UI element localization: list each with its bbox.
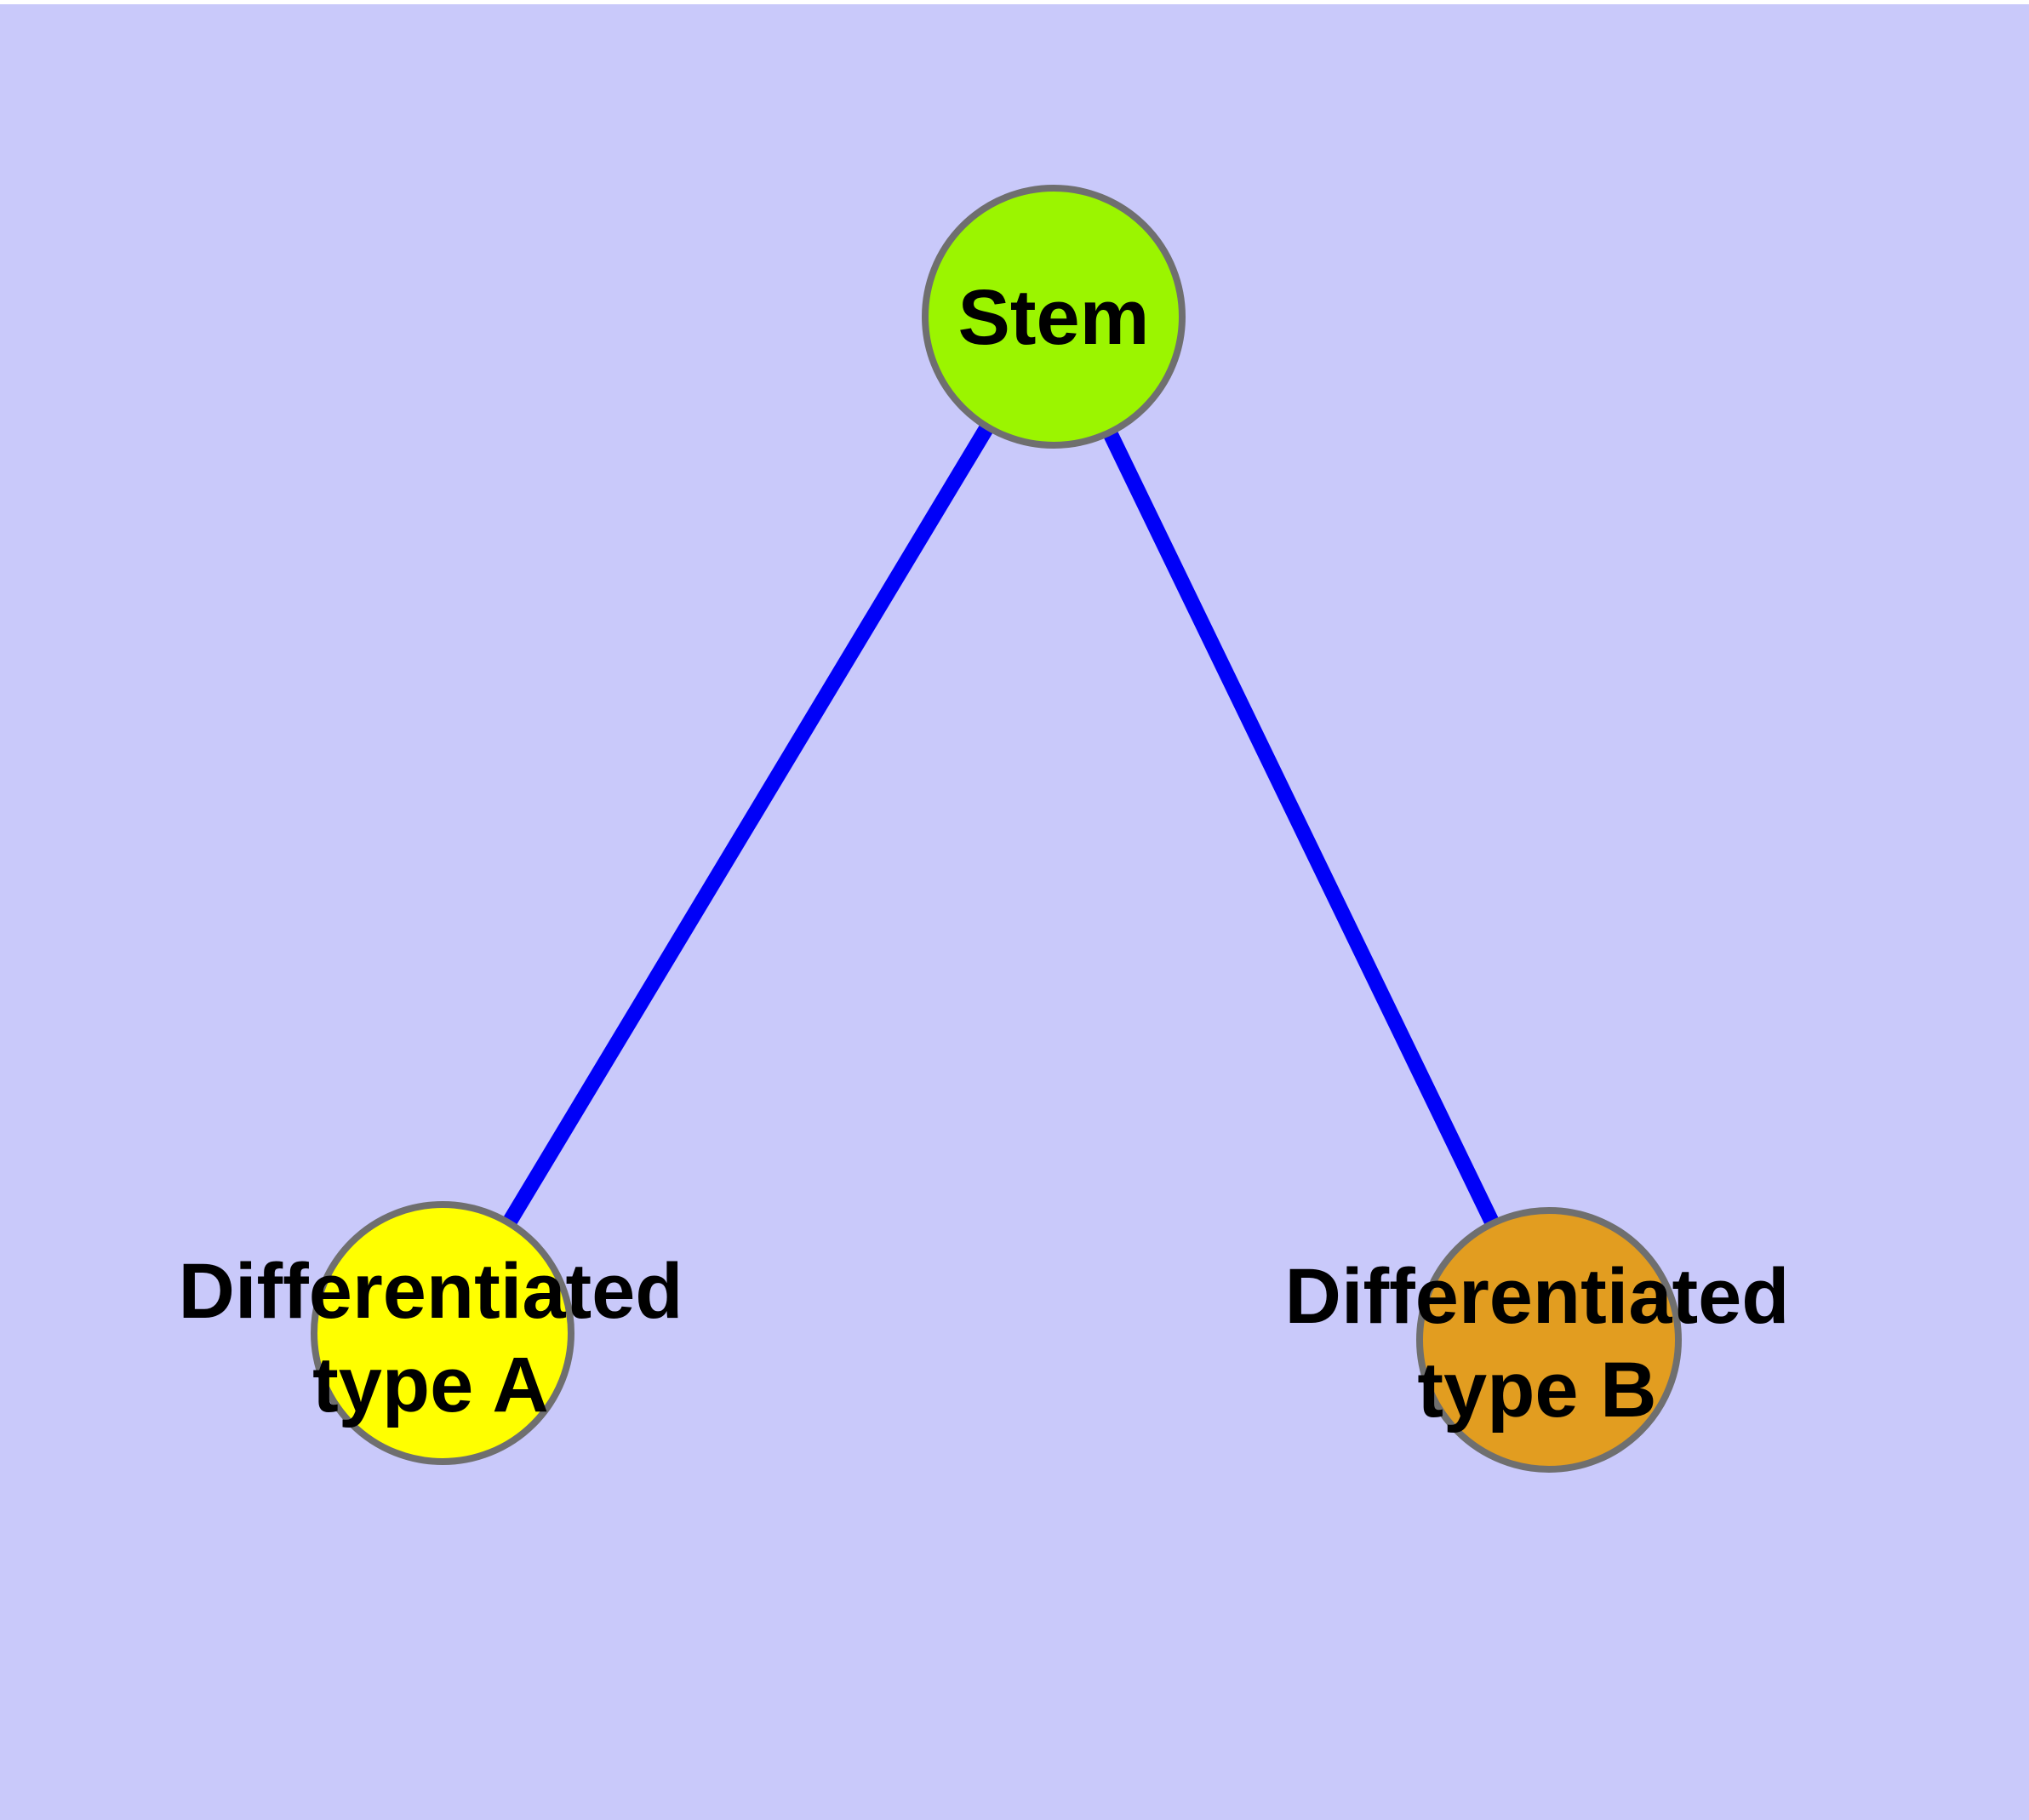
node-type-a-label-line1: Differentiated (179, 1248, 683, 1335)
node-stem-label: Stem (958, 274, 1150, 361)
node-stem (922, 185, 1186, 449)
node-differentiated-type-b (1416, 1207, 1682, 1473)
edge-stem-to-type-a (436, 312, 1060, 1337)
node-type-b-label-line1: Differentiated (1285, 1253, 1790, 1340)
node-differentiated-type-a (311, 1201, 574, 1465)
edge-stem-to-type-b (1046, 313, 1557, 1343)
edges-layer (436, 312, 1557, 1343)
node-type-a-label-line2: type A (312, 1342, 549, 1428)
nodes-layer (311, 185, 1682, 1473)
labels-layer: Stem Differentiated type A Differentiate… (179, 274, 1790, 1434)
top-margin-strip (0, 0, 2029, 4)
node-type-b-label-line2: type B (1417, 1347, 1656, 1434)
